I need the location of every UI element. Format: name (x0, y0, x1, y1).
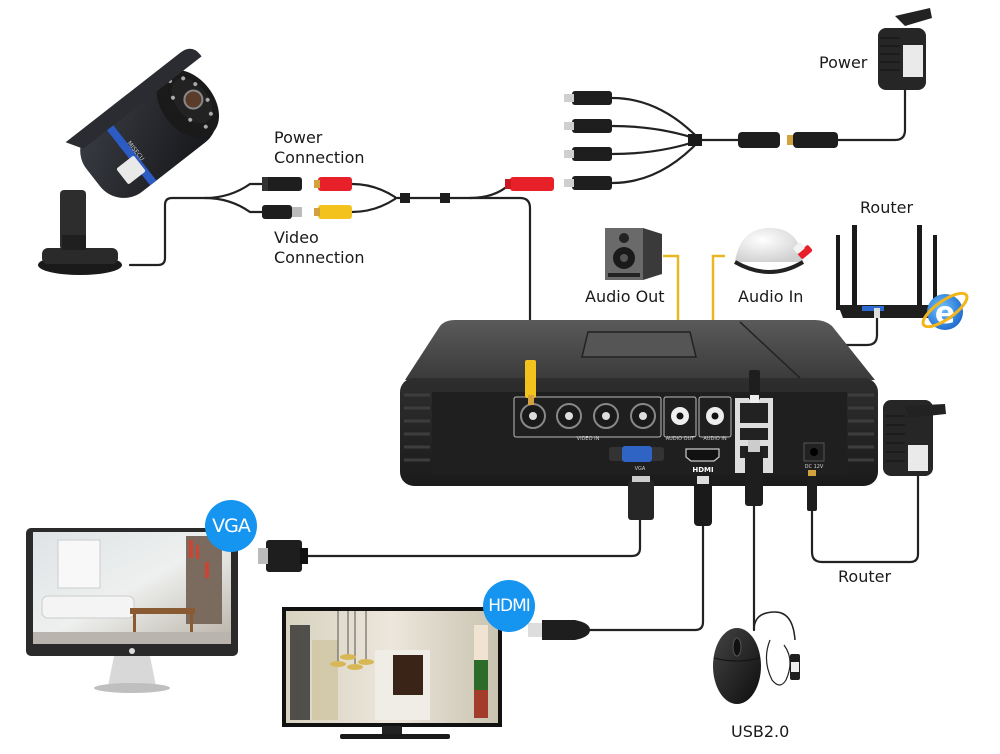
yellow-rca-into-dvr (525, 360, 536, 398)
hdmi-badge: HDMI (483, 580, 535, 632)
power-splitter (564, 91, 838, 190)
camera-cable (128, 196, 207, 267)
bnc-port[interactable] (556, 403, 582, 429)
hdmi-port[interactable] (685, 448, 720, 462)
video-connection-label-2: Connection (274, 248, 365, 267)
internet-explorer-icon: e (921, 291, 969, 331)
vga-monitor (26, 528, 238, 693)
bnc-port[interactable] (520, 403, 546, 429)
vga-badge: VGA (205, 500, 257, 552)
power-connection-label-2: Connection (274, 148, 365, 167)
hdmi-cable (588, 523, 705, 632)
usb-port[interactable] (740, 428, 768, 440)
video-in-label: VIDEO IN (577, 436, 600, 442)
power-adapter-top (878, 8, 932, 90)
audio-out-port[interactable] (671, 407, 689, 425)
rca-red-plug (318, 177, 352, 191)
dc-plug (807, 475, 817, 511)
audio-out-label: Audio Out (585, 287, 665, 306)
rca-pigtail-yellow (350, 197, 397, 214)
rca-joined (393, 182, 512, 200)
audio-out-label: AUDIO OUT (666, 436, 696, 442)
rj45-plug (749, 370, 760, 400)
splitter-branch-4 (610, 138, 702, 185)
usb-plug (745, 448, 763, 506)
bnc-port[interactable] (630, 403, 656, 429)
dc-port-label: DC 12V (805, 464, 824, 470)
rca-pigtail-red (350, 182, 397, 199)
hdmi-tv (282, 607, 502, 739)
hdmi-plug (694, 482, 712, 526)
audio-in-port[interactable] (706, 407, 724, 425)
router (836, 225, 937, 318)
vga-plug (628, 480, 654, 520)
plugged-connectors (525, 360, 817, 526)
video-connection-label-1: Video (274, 228, 319, 247)
power-adapter-bottom (883, 400, 946, 476)
splitter-branch-1 (610, 96, 702, 142)
router-label-top: Router (860, 198, 914, 217)
dc-cable (810, 474, 920, 564)
speaker (605, 228, 662, 280)
hdmi-port-label: HDMI (692, 466, 713, 474)
vga-cable-connector (258, 540, 308, 572)
bullet-camera: MISECU (38, 48, 219, 275)
lan-port[interactable] (740, 403, 768, 423)
dvr: VIDEO IN AUDIO OUT AUDIO IN VGA HDMI DC … (400, 320, 878, 486)
bnc-port[interactable] (593, 403, 619, 429)
usb-label: USB2.0 (731, 722, 790, 741)
video-down-cable (468, 196, 532, 362)
usb-mouse (713, 611, 800, 704)
camera-pigtail-top (203, 182, 264, 200)
microphone (734, 228, 813, 274)
power-label: Power (819, 53, 868, 72)
dc-port[interactable] (803, 442, 825, 462)
camera-video-male (262, 205, 292, 219)
power-adapter-cable (836, 88, 907, 142)
power-connection-label-1: Power (274, 128, 323, 147)
hdmi-cable-connector (528, 620, 590, 640)
camera-connectors (262, 177, 554, 219)
router-label-bottom: Router (838, 567, 892, 586)
vga-cable (306, 518, 642, 558)
vga-port[interactable] (609, 446, 664, 462)
rca-yellow-plug (318, 205, 352, 219)
audio-in-label: Audio In (738, 287, 804, 306)
rca-red-female (510, 177, 554, 191)
camera-pigtail-bottom (203, 196, 264, 214)
video-in-ports (520, 403, 656, 429)
camera-power-female (262, 177, 302, 191)
vga-port-label: VGA (635, 466, 646, 472)
audio-in-label: AUDIO IN (703, 436, 726, 442)
